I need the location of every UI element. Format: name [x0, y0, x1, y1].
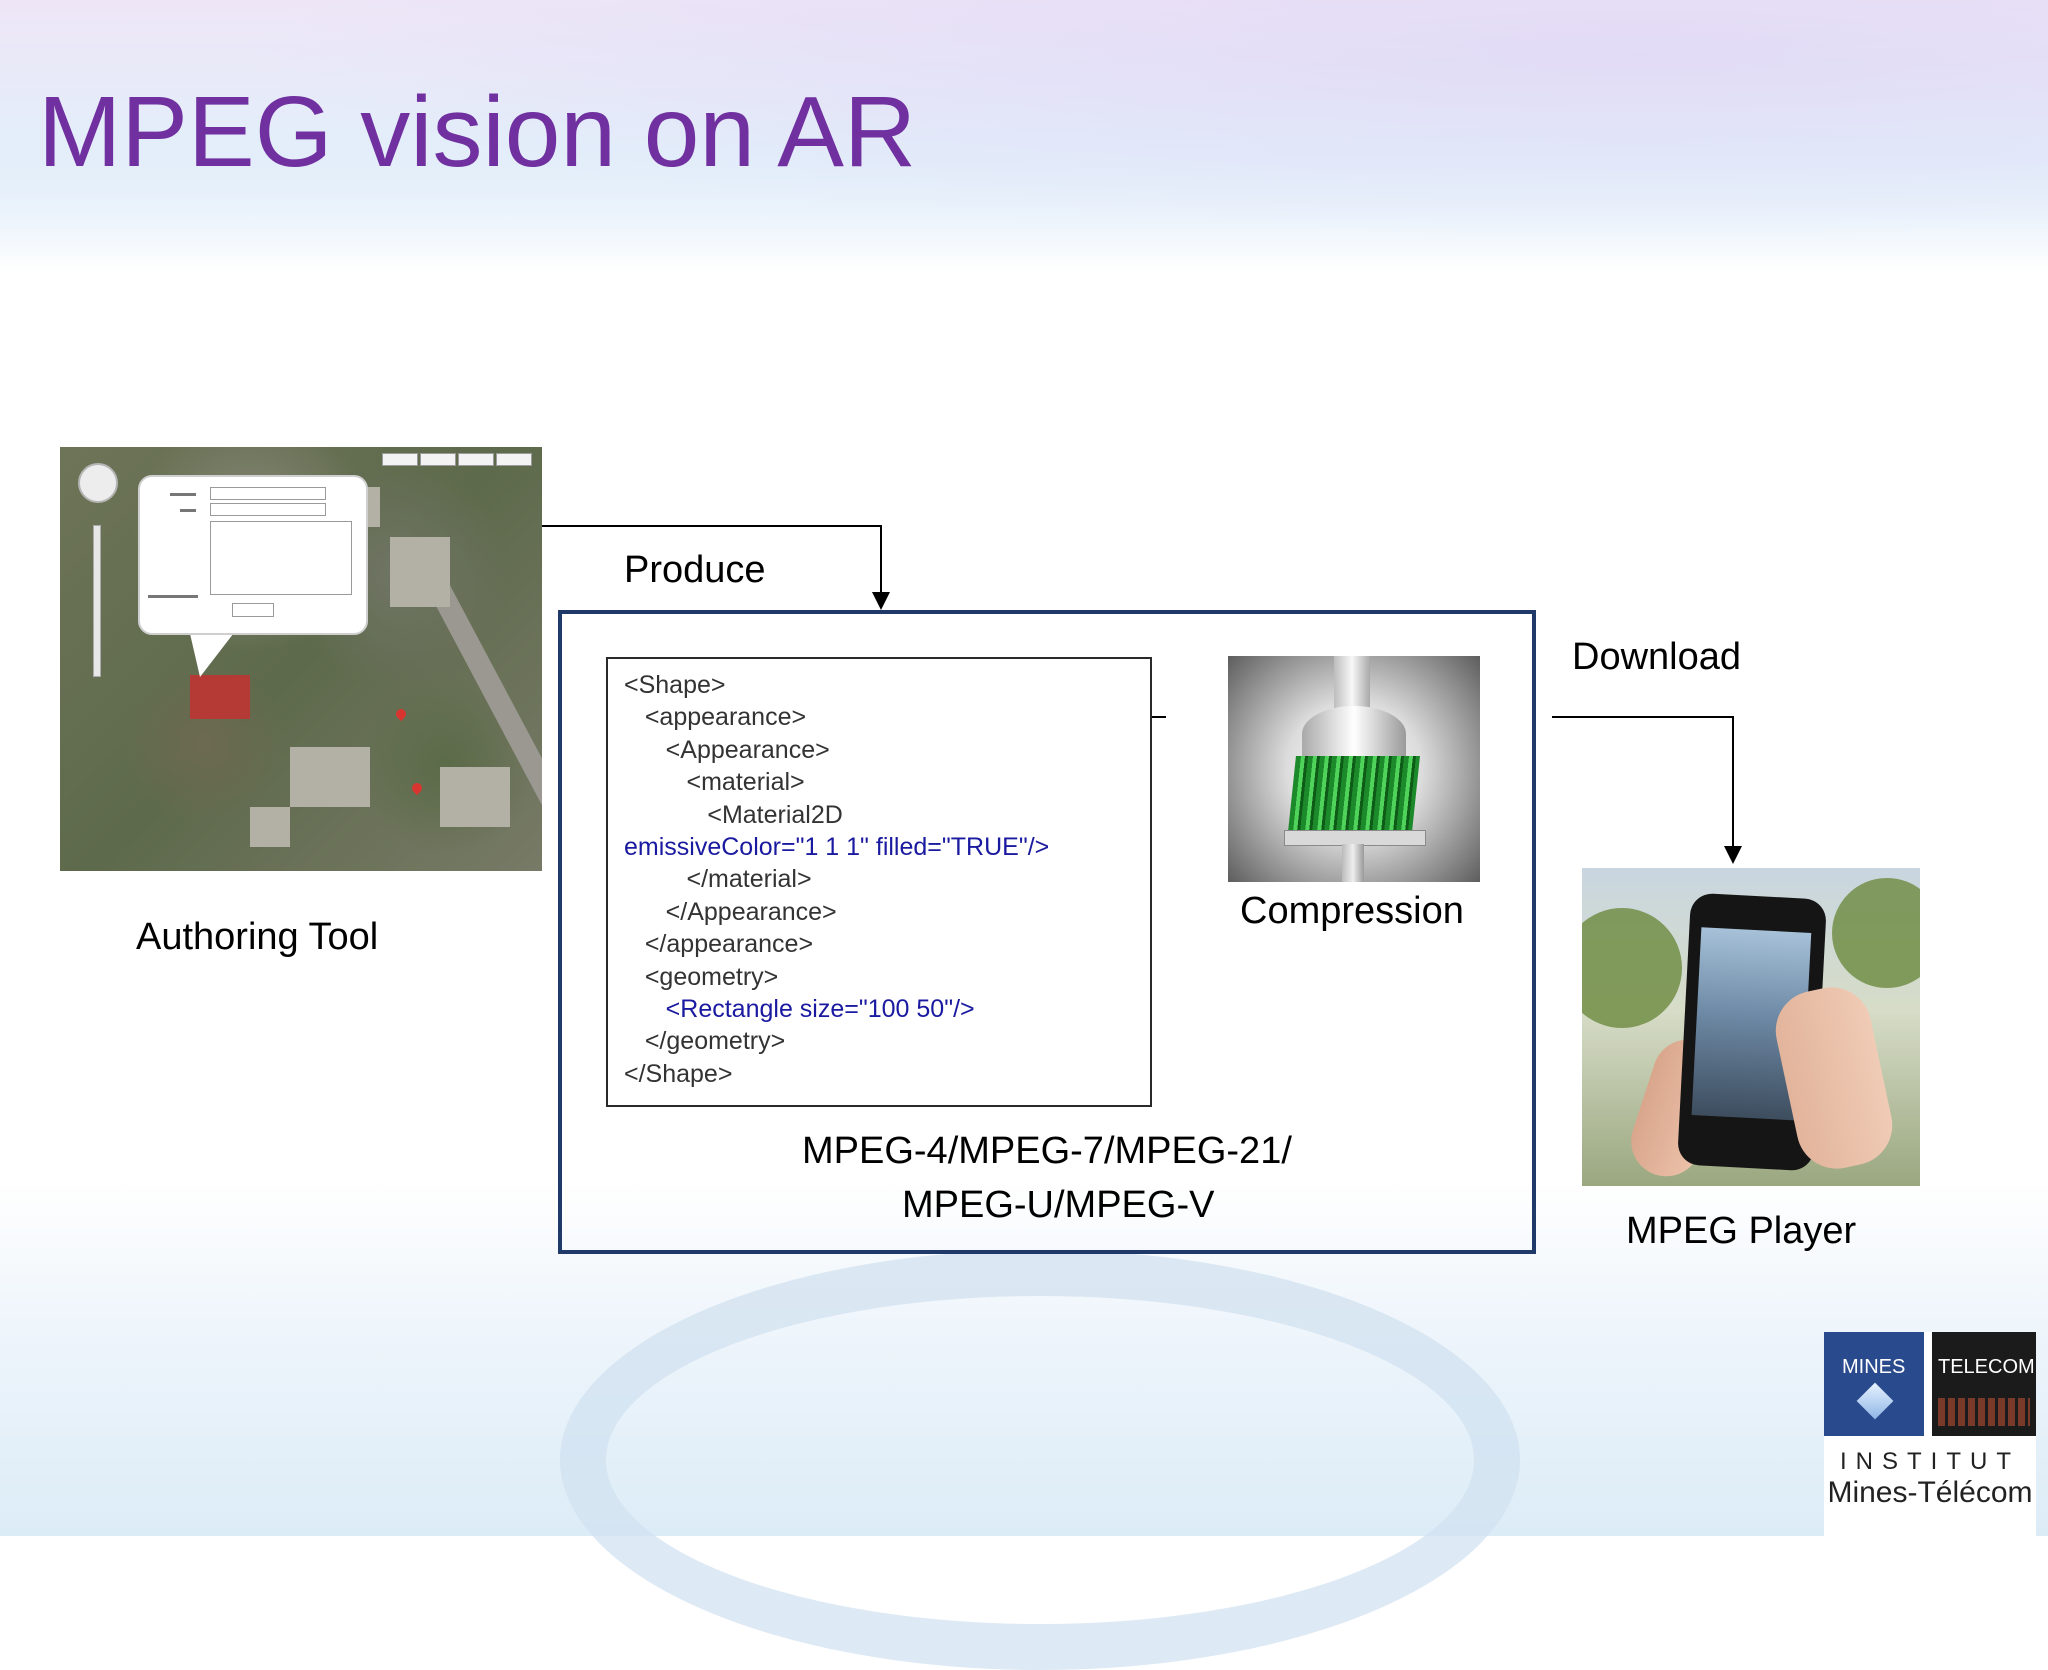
code-to-compression-tick — [1152, 716, 1166, 718]
code-line: </geometry> — [624, 1027, 786, 1056]
map-building — [390, 537, 450, 607]
map-tab — [420, 453, 456, 466]
code-line: <geometry> — [624, 962, 779, 991]
popup-save-button — [232, 603, 274, 617]
mpeg-player-label: MPEG Player — [1626, 1210, 1857, 1252]
logo-telecom-block: TELECOM — [1932, 1332, 2036, 1436]
popup-field-label — [180, 509, 196, 512]
mpeg-player-phone-image — [1582, 868, 1920, 1186]
header-band — [0, 0, 2048, 270]
standards-label-line1: MPEG-4/MPEG-7/MPEG-21/ — [802, 1130, 1292, 1172]
compression-press-image — [1228, 656, 1480, 882]
code-line: </material> — [624, 865, 812, 894]
code-line: <material> — [624, 768, 805, 797]
press-head — [1302, 706, 1406, 762]
popup-description-field — [210, 521, 352, 595]
code-line: <Material2D — [624, 800, 843, 829]
institut-mines-telecom-logo: MINES TELECOM INSTITUT Mines-Télécom — [1824, 1332, 2036, 1536]
authoring-tool-map-image — [60, 447, 542, 871]
code-line: </Shape> — [624, 1059, 733, 1088]
download-connector-horizontal — [1552, 716, 1734, 718]
press-rod — [1342, 844, 1364, 882]
code-line: </Appearance> — [624, 897, 837, 926]
download-arrow-icon — [1724, 846, 1742, 864]
logo-mines-block: MINES — [1824, 1332, 1924, 1436]
code-line: <Appearance> — [624, 735, 830, 764]
logo-institut-text: INSTITUT — [1840, 1448, 2020, 1475]
map-tab — [458, 453, 494, 466]
map-tab — [382, 453, 418, 466]
map-pan-control-icon — [78, 463, 118, 503]
background-tree — [1832, 878, 1920, 988]
slide-title: MPEG vision on AR — [38, 76, 917, 188]
map-zoom-slider — [93, 525, 101, 677]
map-pin-icon — [409, 780, 425, 796]
decorative-arc — [560, 1250, 1520, 1670]
code-line: emissiveColor="1 1 1" filled="TRUE"/> — [624, 833, 1050, 862]
code-line: <Rectangle size="100 50"/> — [624, 995, 975, 1024]
download-connector-vertical — [1732, 716, 1734, 848]
popup-field-label — [148, 595, 198, 598]
map-pin-icon — [393, 706, 409, 722]
map-info-popup — [138, 475, 368, 635]
background-tree — [1582, 908, 1682, 1028]
authoring-tool-label: Authoring Tool — [136, 916, 379, 958]
produce-connector-horizontal — [542, 525, 882, 527]
diamond-icon — [1856, 1382, 1894, 1420]
map-building — [290, 747, 370, 807]
popup-url-field — [210, 503, 326, 516]
popup-field-label — [170, 493, 196, 496]
standards-label-line2: MPEG-U/MPEG-V — [902, 1184, 1215, 1226]
produce-connector-vertical — [880, 525, 882, 597]
map-tab — [496, 453, 532, 466]
produce-arrow-icon — [872, 592, 890, 610]
produce-label: Produce — [624, 549, 766, 591]
map-building — [250, 807, 290, 847]
download-label: Download — [1572, 636, 1741, 678]
logo-pattern — [1938, 1398, 2030, 1426]
mpeg-content-box — [558, 610, 1536, 1254]
logo-name-text: Mines-Télécom — [1827, 1476, 2033, 1509]
map-building — [440, 767, 510, 827]
code-line: <Shape> — [624, 671, 726, 699]
map-type-tabs — [382, 453, 532, 466]
logo-mines-text: MINES — [1842, 1356, 1906, 1378]
popup-name-field — [210, 487, 326, 500]
bifs-code-sample: <Shape> <appearance> <Appearance> <mater… — [606, 657, 1152, 1107]
code-line: <appearance> — [624, 703, 807, 732]
code-line: </appearance> — [624, 930, 814, 959]
logo-telecom-text: TELECOM — [1938, 1356, 2035, 1378]
selected-area — [190, 675, 250, 719]
compression-label: Compression — [1240, 890, 1464, 932]
compressed-data-icon — [1288, 756, 1420, 832]
